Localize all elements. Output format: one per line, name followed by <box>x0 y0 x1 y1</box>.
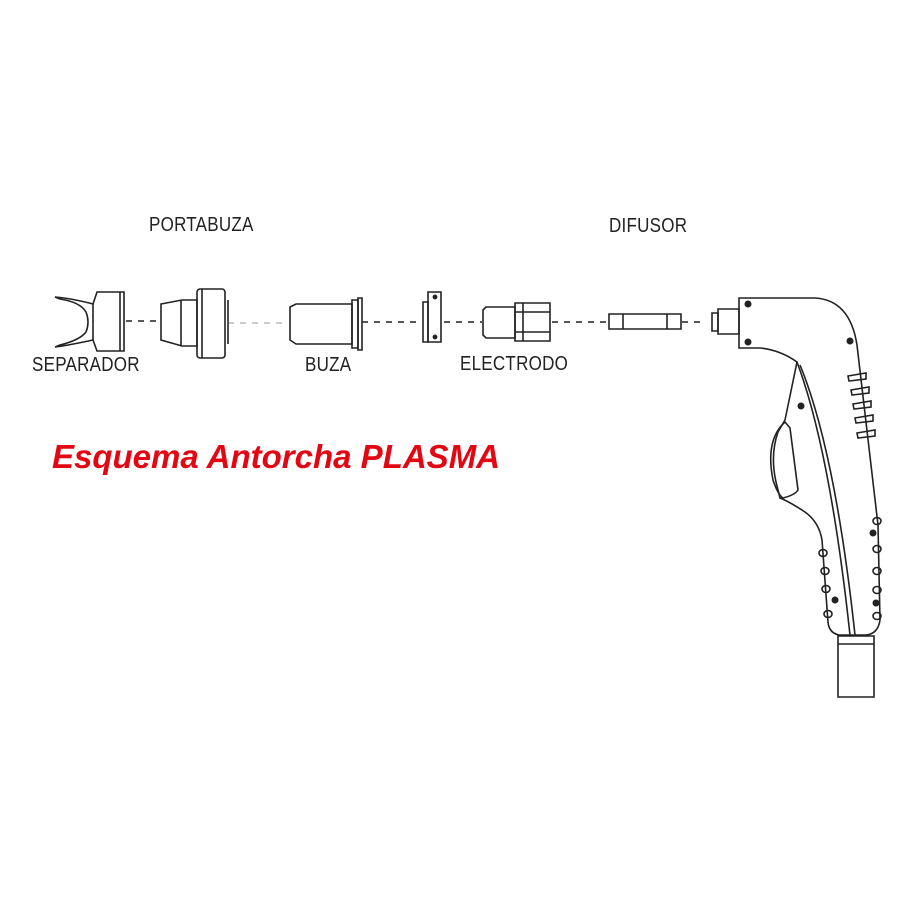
electrodo-part <box>483 303 550 341</box>
buza-part <box>290 298 362 350</box>
difusor-part <box>609 314 681 329</box>
label-electrodo: ELECTRODO <box>460 353 569 375</box>
label-buza: BUZA <box>305 354 352 376</box>
label-difusor: DIFUSOR <box>609 215 688 237</box>
label-portabuza: PORTABUZA <box>149 214 254 236</box>
assembly-axis <box>126 321 705 323</box>
portabuza-part <box>161 289 228 358</box>
label-separador: SEPARADOR <box>32 354 140 376</box>
diagram-title: Esquema Antorcha PLASMA <box>52 438 501 475</box>
torch-handle <box>712 298 881 697</box>
difusor-ring-part <box>423 292 441 342</box>
separador-part <box>55 292 124 351</box>
